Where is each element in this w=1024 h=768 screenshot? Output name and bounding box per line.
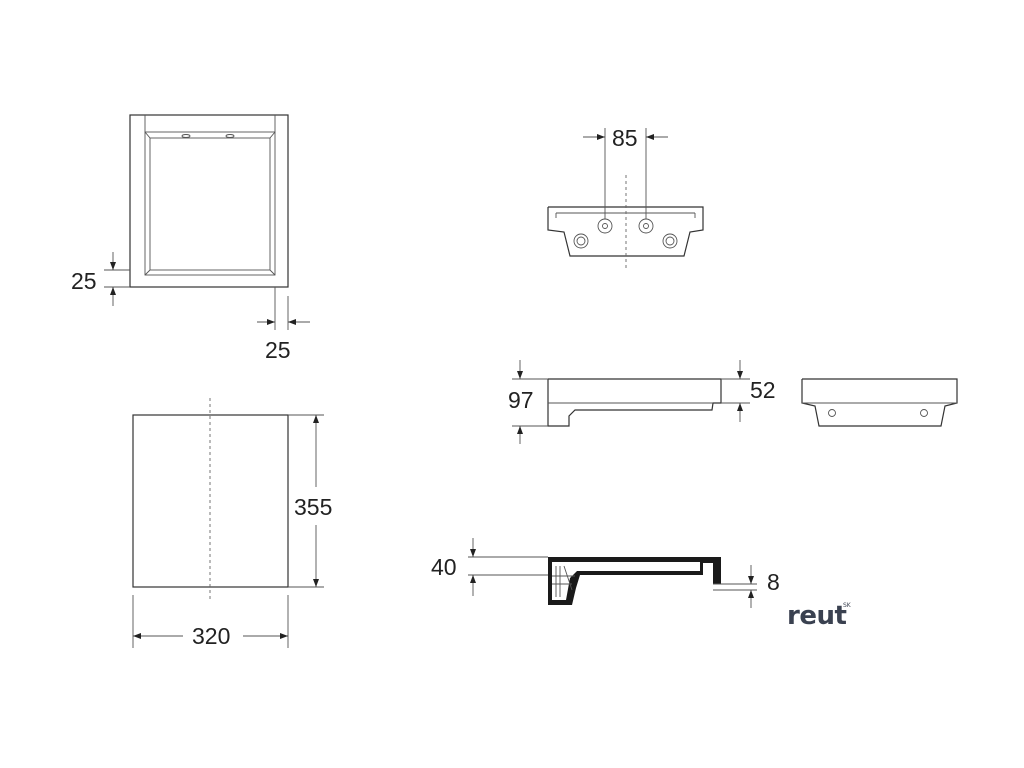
dim-label-25-horizontal: 25 [265,337,291,363]
reut-logo: reut SK [787,601,852,631]
dim-section-height: 40 [431,538,548,596]
front-view [132,398,289,600]
logo-superscript: SK [843,602,852,609]
top-view [129,114,289,288]
dim-label-40: 40 [431,554,457,580]
dim-label-355: 355 [294,494,332,520]
dim-top-vertical: 25 [71,252,130,306]
side-view [547,378,722,427]
dim-label-8: 8 [767,569,780,595]
dim-top-horizontal: 25 [257,287,310,363]
dim-front-width: 320 [132,595,289,649]
front-elevation-view [801,378,958,427]
dim-label-25-vertical: 25 [71,268,97,294]
dim-front-height: 355 [288,414,332,588]
dim-label-52: 52 [750,377,776,403]
back-view [547,175,704,268]
dim-side-total: 97 [508,360,548,444]
dim-section-lip: 8 [713,565,780,608]
section-view [548,557,721,605]
dim-side-front: 52 [721,360,776,422]
logo-text: reut [787,601,846,631]
dim-label-85: 85 [612,125,638,151]
dim-hole-spacing: 85 [583,125,668,219]
dim-label-320: 320 [192,623,230,649]
dim-label-97: 97 [508,387,534,413]
